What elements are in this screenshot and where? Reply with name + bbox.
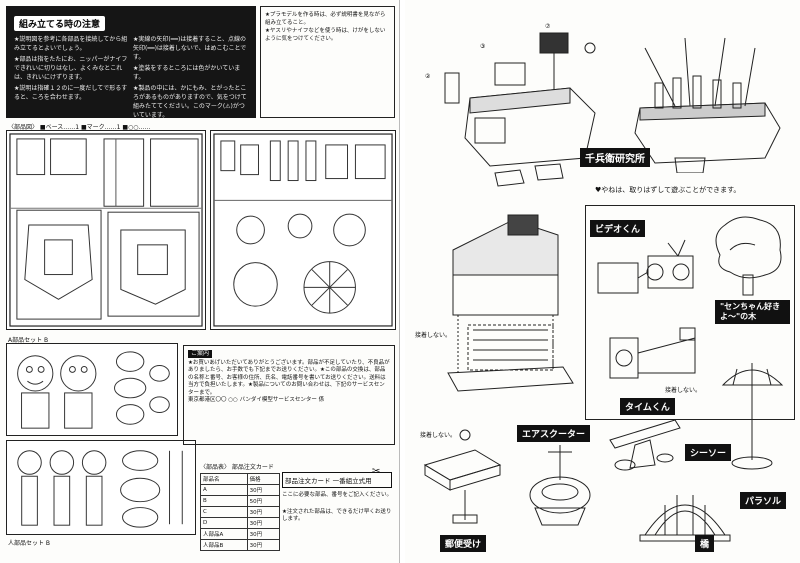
caption-video: ビデオくん xyxy=(590,220,646,237)
svg-text:②: ② xyxy=(425,73,431,80)
left-page: 組み立てる時の注意 ★説明図を参考に各部品を接続してから組み立てるとよいでしょう… xyxy=(6,0,400,563)
runner-a-label: A部品セット B xyxy=(8,337,49,344)
order-subtitle-text: 一番組立式用 xyxy=(332,477,372,485)
guide-text: ★お買いあげいただいてありがとうございます。部品が不足していたり、不良品がありま… xyxy=(188,359,390,396)
parts-runner-a xyxy=(6,130,206,330)
runner-a-drawing xyxy=(9,133,203,327)
order-card-title: 部品注文カード 一番組立式用 xyxy=(282,472,392,488)
table-cell: A xyxy=(200,484,248,496)
note-no-glue-time: 接着しない。 xyxy=(665,387,702,394)
guide-textbox: ご案内 ★お買いあげいただいてありがとうございます。部品が不足していたり、不良品… xyxy=(183,345,395,445)
figure-runner-a xyxy=(6,343,178,436)
house-assembly-diagram xyxy=(447,214,574,392)
notice-line: ★説明図を参考に各部品を接続してから組み立てるとよいでしょう。 xyxy=(14,36,128,52)
figure-runner-b-drawing xyxy=(17,450,183,528)
caption-bridge: 橋 xyxy=(695,535,715,552)
caption-tree: "センちゃん好きよ～"の木 xyxy=(715,300,790,324)
table-cell: 30円 xyxy=(246,539,281,551)
warning-box: ★プラモデルを作る時は、必ず説明書を見ながら組み立てること。 ★ヤスリやナイフな… xyxy=(260,6,395,118)
figure-runner-a-drawing xyxy=(17,351,170,429)
scissors-icon: ✂ xyxy=(372,466,381,477)
caption-time: タイムくん xyxy=(620,398,675,415)
assembly-notice: 組み立てる時の注意 ★説明図を参考に各部品を接続してから組み立てるとよいでしょう… xyxy=(6,6,256,119)
table-cell: 人部品B xyxy=(200,539,248,551)
caption-parasol: パラソル xyxy=(740,492,787,509)
parts-diagram-label: 〈部品図〉 ■ベース……1 ■マーク……1 ■○○…… xyxy=(8,124,151,131)
table-cell: B xyxy=(200,495,248,507)
notice-line: ★製品の中には、かにもみ、とがったところがあるものがありますので、気をつけて組み… xyxy=(133,85,247,119)
order-card: 部品注文カード 一番組立式用 ここに必要な部品、番号をご記入ください。 ★注文さ… xyxy=(282,472,392,552)
parts-list-header: 〈部品表〉 部品注文カード xyxy=(200,464,274,471)
runner-b-label: 人部品セット B xyxy=(8,540,51,547)
notice-title: 組み立てる時の注意 xyxy=(14,16,106,31)
time-kun-diagram xyxy=(609,327,696,379)
warning-line: ★プラモデルを作る時は、必ず説明書を見ながら組み立てること。 xyxy=(265,12,386,26)
table-row: 部品名価格 xyxy=(200,473,281,485)
note-no-glue-mailbox: 接着しない。 xyxy=(420,432,457,439)
bridge-diagram xyxy=(639,495,731,542)
caption-seesaw: シーソー xyxy=(685,444,732,461)
lab-assembly-diagram: ② ③ ⑦ xyxy=(425,23,596,187)
table-cell: 30円 xyxy=(246,528,281,540)
air-scooter-diagram xyxy=(529,445,591,526)
figure-runner-b xyxy=(6,440,196,535)
right-page: ② ③ ⑦ 千兵衛研究所 ♥やねは、取りはずして遊ぶことができます。 xyxy=(405,0,800,563)
table-cell: 50円 xyxy=(246,495,281,507)
order-title-text: 部品注文カード xyxy=(285,477,331,485)
guide-address: 東京都港区〇〇 ○○ バンダイ模型サービスセンター 係 xyxy=(188,397,325,403)
notice-col-1: ★説明図を参考に各部品を接続してから組み立てるとよいでしょう。 ★部品は指をたた… xyxy=(14,35,129,122)
notice-body: ★説明図を参考に各部品を接続してから組み立てるとよいでしょう。 ★部品は指をたた… xyxy=(14,35,248,122)
caption-scooter: エアスクーター xyxy=(517,425,591,442)
caption-lab: 千兵衛研究所 xyxy=(580,148,650,167)
table-cell: 価格 xyxy=(246,473,281,485)
caption-mailbox: 郵便受け xyxy=(440,535,487,552)
notice-line: ★説明は指確１２のに一度だしてで形るすると、ころを合わせます。 xyxy=(14,85,128,101)
notice-line: ★実線の矢印(━━)は接着すること、点線の矢印(━━)は接着しないで、はめこむこ… xyxy=(133,36,247,61)
table-cell: 部品名 xyxy=(200,473,248,485)
note-roof-removable: ♥やねは、取りはずして遊ぶことができます。 xyxy=(595,186,741,194)
notice-line: ★塗装をするところには色がかいています。 xyxy=(133,65,241,81)
tree-diagram xyxy=(715,216,782,296)
runner-b-drawing xyxy=(213,133,393,327)
svg-text:⑦: ⑦ xyxy=(545,23,551,30)
notice-line: ★部品は指をたたにお、ニッパーがナイフできれいに切りはなし、よくみなとこれは、き… xyxy=(14,56,128,81)
table-cell: 30円 xyxy=(246,484,281,496)
parasol-diagram xyxy=(721,363,784,470)
svg-text:③: ③ xyxy=(480,43,485,50)
table-cell: 30円 xyxy=(246,506,281,518)
parts-runner-b xyxy=(210,130,396,330)
accessory-frame xyxy=(585,205,795,420)
video-kun-diagram xyxy=(597,239,694,294)
notice-col-2: ★実線の矢印(━━)は接着すること、点線の矢印(━━)は接着しないで、はめこむこ… xyxy=(133,35,248,122)
table-cell: 人部品A xyxy=(200,528,248,540)
seesaw-diagram xyxy=(609,419,681,471)
table-cell: C xyxy=(200,506,248,518)
guide-tag: ご案内 xyxy=(188,350,213,358)
order-footer: ★注文された部品は、できるだけ早くお送りします。 xyxy=(282,509,392,522)
order-desc: ここに必要な部品、番号をご記入ください。 xyxy=(282,492,393,498)
lab-tower-diagram xyxy=(634,37,781,173)
table-cell: 30円 xyxy=(246,517,281,529)
warning-line: ★ヤスリやナイフなどを使う時は、けがをしないように気をつけてください。 xyxy=(265,28,386,42)
note-no-glue: 接着しない。 xyxy=(415,332,452,339)
mailbox-diagram xyxy=(423,429,502,524)
table-cell: D xyxy=(200,517,248,529)
